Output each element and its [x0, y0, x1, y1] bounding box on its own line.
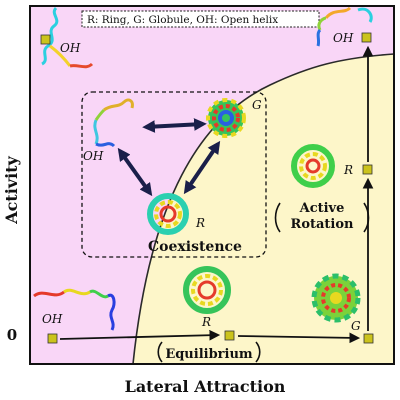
arrow-oh-r: [117, 147, 153, 197]
state-marker-oh-top: [40, 34, 51, 45]
active-rotation-line2: Rotation: [291, 217, 355, 232]
plot-frame: [29, 5, 395, 365]
active-rotation-line1: Active: [299, 201, 345, 216]
state-label-r-bottom: R: [201, 315, 211, 329]
state-label-oh-top: OH: [60, 41, 81, 55]
ring-right-icon: [291, 144, 335, 188]
equilibrium-paren-right: [255, 341, 261, 363]
state-marker-oh-top-right: [361, 32, 372, 43]
state-marker-oh-bottom: [47, 333, 58, 344]
legend-box: [81, 10, 320, 28]
open-helix-top-left-icon: [41, 6, 94, 69]
state-marker-r-right: [362, 164, 373, 175]
state-label-oh-bottom: OH: [42, 312, 63, 326]
arrow-g-r: [183, 140, 221, 195]
globule-bottom-icon: [311, 273, 361, 323]
equilibrium-label: Equilibrium: [165, 347, 253, 362]
state-label-oh-top-right: OH: [333, 31, 354, 45]
open-helix-bottom-icon: [33, 288, 116, 331]
ring-box-icon: [147, 193, 189, 235]
state-label-r-right: R: [343, 163, 353, 177]
active-rotation-paren-left: [274, 202, 281, 233]
equilibrium-paren-left: [157, 341, 163, 363]
coexistence-label: Coexistence: [148, 239, 242, 255]
y-axis-label: Activity: [2, 155, 21, 224]
ring-bottom-icon: [183, 266, 231, 314]
arrow-oh-to-r: [59, 329, 221, 341]
origin-label: 0: [7, 326, 17, 344]
state-marker-g-bottom: [363, 333, 374, 344]
arrow-r-to-g: [237, 332, 361, 344]
state-label-oh-box: OH: [83, 149, 104, 163]
state-label-g-bottom: G: [351, 319, 361, 333]
x-axis-label: Lateral Attraction: [125, 377, 286, 396]
open-helix-top-right-icon: [316, 6, 373, 47]
arrow-oh-g: [142, 118, 207, 133]
state-marker-r-bottom: [224, 330, 235, 341]
globule-box-icon: [206, 98, 246, 138]
legend-text: R: Ring, G: Globule, OH: Open helix: [87, 14, 278, 26]
state-label-g-box: G: [252, 98, 262, 112]
coexistence-box: [81, 91, 267, 258]
open-helix-box-icon: [93, 98, 134, 148]
state-label-r-box: R: [195, 216, 205, 230]
